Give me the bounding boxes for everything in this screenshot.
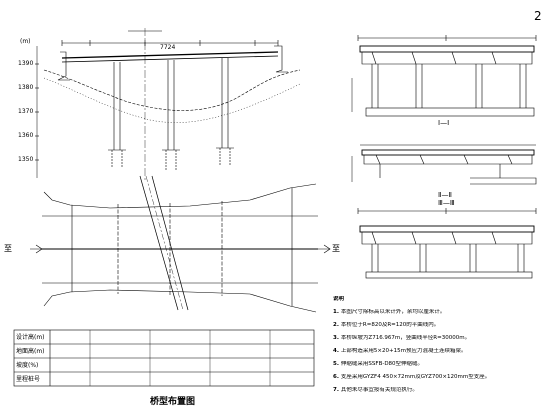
section-label-2: Ⅱ—Ⅱ [438,191,452,199]
direction-to-label: 至 [332,244,340,253]
elevation-tick: 1370 [18,108,34,115]
table-row-label: 坡度(%) [16,362,39,369]
section-2-2 [351,144,537,185]
direction-from-label: 至 [4,244,12,253]
note-item: 1.本图尺寸除标高以米计外，余均以厘米计。 [333,309,446,315]
elevation-tick: 1380 [18,84,34,91]
note-item: 2.本桥位于R=820及R=120的平曲线内。 [333,322,440,328]
elevation-tick: 1390 [18,60,34,67]
plan-dimension-main: 7724 [160,44,176,51]
table-row-label: 里程桩号 [16,376,41,383]
table-row-label: 设计高(m) [16,334,45,341]
plan-view [30,175,331,313]
notes-title: 说明 [333,296,345,302]
section-3-3 [357,208,537,279]
section-1-1 [351,35,537,117]
table-row-label: 地面高(m) [16,348,45,355]
section-label-1: Ⅰ—Ⅰ [438,119,450,127]
note-item: 6.支座采用GYZF4 450×72mm及GYZ700×120mm型支座。 [333,374,491,380]
note-item: 3.本桥纵坡为Z716.967m，竖曲线半径R=30000m。 [333,335,471,341]
profile-table [13,329,315,387]
section-label-3: Ⅲ—Ⅲ [438,199,455,207]
drawing-title: 桥型布置图 [150,397,196,407]
elevation-tick: 1350 [18,156,34,163]
elevation-tick: 1360 [18,132,34,139]
profile-view [35,28,301,180]
note-item: 4.上部构造采用5×20+15m预应力混凝土连续箱梁。 [333,348,467,354]
note-item: 5.伸缩缝采用SSFB-D80型伸缩缝。 [333,361,424,367]
note-item: 7.其他未尽事宜按有关规范执行。 [333,387,418,393]
page-number: 2 [534,9,542,23]
elevation-axis-unit: (m) [20,38,31,45]
design-notes: 说明 1.本图尺寸除标高以米计外，余均以厘米计。 2.本桥位于R=820及R=1… [333,296,553,400]
